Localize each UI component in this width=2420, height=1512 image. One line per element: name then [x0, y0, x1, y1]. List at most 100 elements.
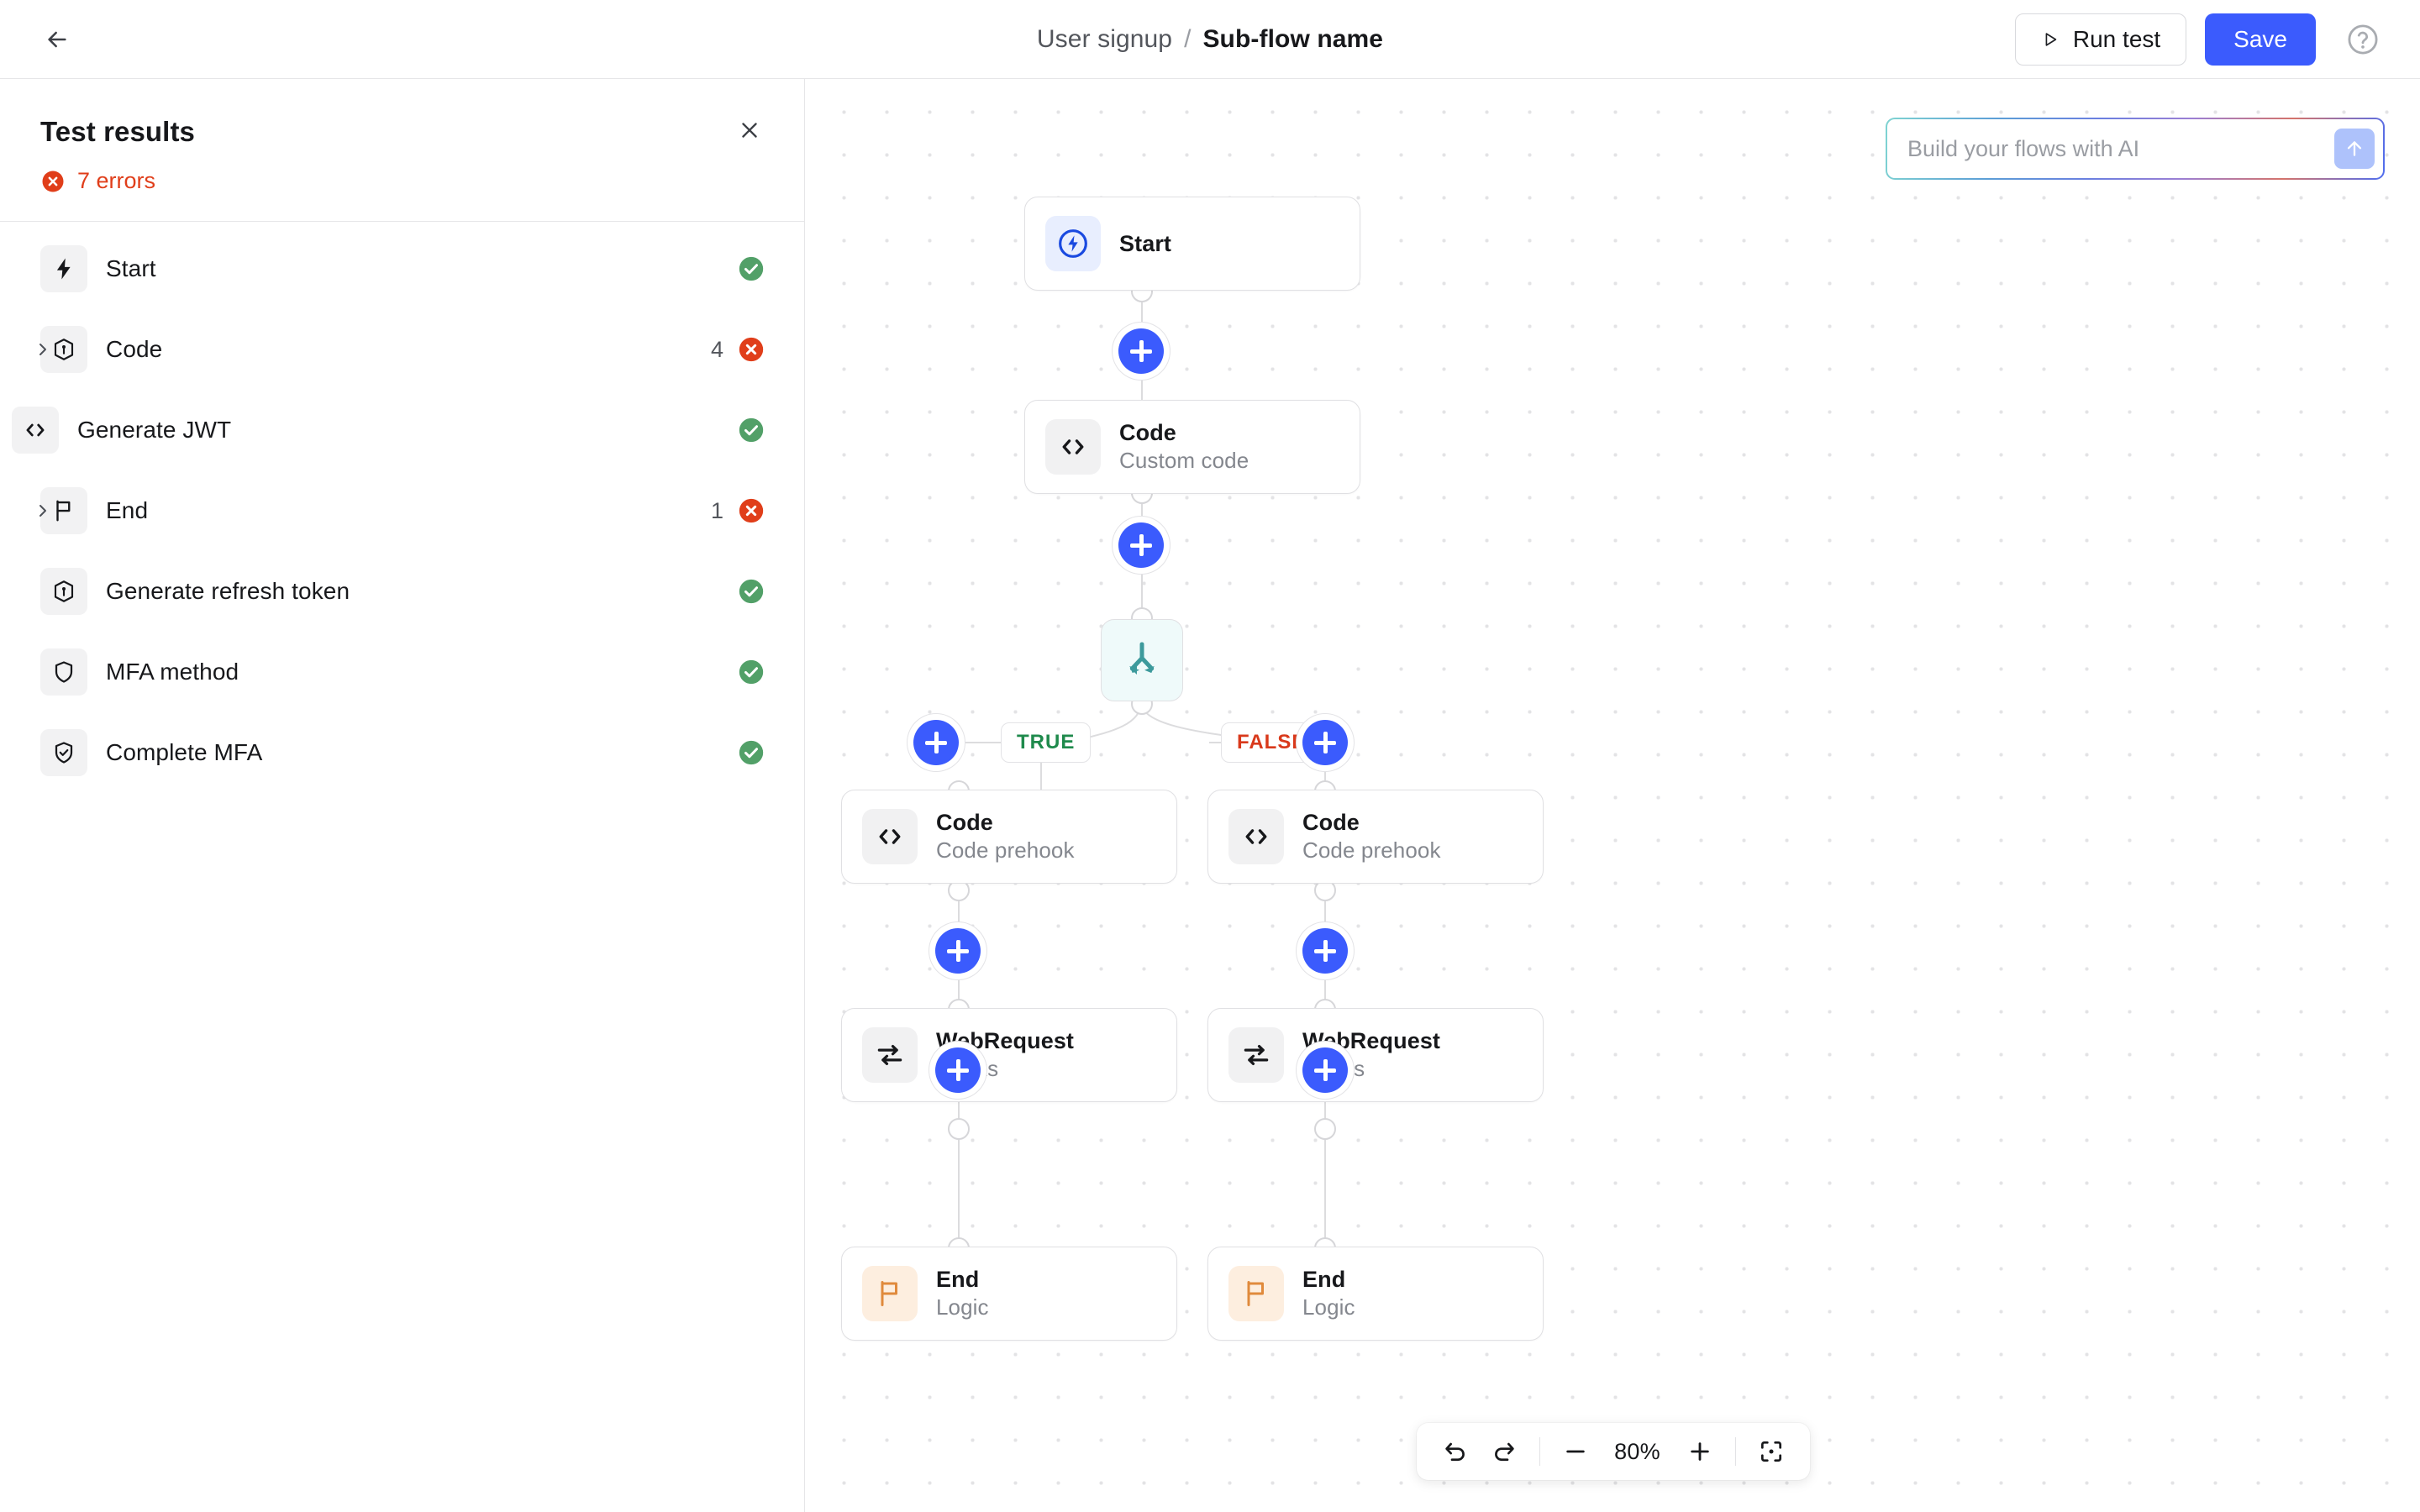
undo-button[interactable]: [1434, 1430, 1477, 1473]
flow-node-right-webrequest[interactable]: WebRequest Hooks: [1207, 1008, 1544, 1102]
add-node-button[interactable]: [1118, 522, 1164, 568]
add-node-button[interactable]: [1302, 720, 1348, 765]
panel-header: Test results 7 errors: [0, 79, 804, 222]
chevron-right-glyph: [39, 344, 46, 355]
flow-node-right-code[interactable]: Code Code prehook: [1207, 790, 1544, 884]
lightning-glyph: [56, 258, 71, 280]
cube-icon: [40, 326, 87, 373]
breadcrumb-parent[interactable]: User signup: [1036, 24, 1173, 53]
save-label: Save: [2233, 25, 2287, 52]
zoom-out-button[interactable]: [1554, 1430, 1597, 1473]
chevron-right-icon[interactable]: [32, 500, 54, 522]
list-item[interactable]: Code 4: [0, 309, 804, 390]
flow-node-start[interactable]: Start: [1024, 197, 1360, 291]
list-item[interactable]: Start: [0, 228, 804, 309]
play-icon: [2045, 32, 2057, 46]
flag-glyph: [1247, 1281, 1264, 1306]
list-item-label: End: [106, 497, 149, 523]
add-node-button[interactable]: [935, 928, 981, 974]
code-brackets-glyph: [879, 829, 901, 844]
node-text: Start: [1119, 231, 1171, 257]
flow-node-left-code[interactable]: Code Code prehook: [841, 790, 1177, 884]
breadcrumb: User signup / Sub-flow name: [1037, 25, 1383, 54]
flow-canvas[interactable]: Start Code Custom code: [806, 79, 2420, 1512]
test-results-panel: Test results 7 errors Start: [0, 79, 805, 1512]
swap-arrows-glyph: [1244, 1044, 1269, 1066]
error-circle-icon: [739, 498, 764, 523]
node-text: End Logic: [1302, 1267, 1355, 1320]
error-count-label: 7 errors: [77, 168, 156, 193]
add-node-button[interactable]: [1302, 1047, 1348, 1093]
flow-node-left-webrequest[interactable]: WebRequest Hooks: [841, 1008, 1177, 1102]
code-brackets-icon: [1228, 809, 1284, 864]
help-button[interactable]: [2341, 18, 2385, 61]
node-subtitle: Code prehook: [1302, 837, 1441, 863]
list-item-status: [737, 255, 765, 283]
back-button[interactable]: [35, 18, 79, 61]
flag-icon: [1228, 1266, 1284, 1321]
zoom-in-button[interactable]: [1678, 1430, 1722, 1473]
code-brackets-glyph: [1245, 829, 1267, 844]
ai-prompt-input[interactable]: [1907, 135, 2334, 162]
close-icon: [742, 123, 757, 138]
edge-label-true: TRUE: [1001, 722, 1092, 763]
save-button[interactable]: Save: [2205, 13, 2316, 66]
list-item-label: Code: [106, 336, 163, 362]
run-test-button[interactable]: Run test: [2014, 13, 2187, 66]
error-count: 4: [710, 336, 723, 362]
list-item[interactable]: Generate refresh token: [0, 551, 804, 632]
chevron-right-icon[interactable]: [32, 339, 54, 360]
arrow-up-icon: [2347, 141, 2362, 156]
flow-node-code-custom[interactable]: Code Custom code: [1024, 400, 1360, 494]
flag-icon: [862, 1266, 918, 1321]
node-title: End: [1302, 1267, 1346, 1292]
add-node-button[interactable]: [913, 720, 959, 765]
list-item[interactable]: Generate JWT: [0, 390, 804, 470]
error-circle-icon: [739, 337, 764, 362]
shield-glyph: [55, 661, 73, 683]
plus-icon: [1690, 1442, 1709, 1461]
flow-node-right-end[interactable]: End Logic: [1207, 1247, 1544, 1341]
add-node-button[interactable]: [1302, 928, 1348, 974]
flow-node-branch[interactable]: [1101, 619, 1183, 701]
success-check-icon: [739, 659, 764, 685]
cube-glyph: [54, 580, 74, 602]
fit-view-button[interactable]: [1749, 1430, 1793, 1473]
redo-button[interactable]: [1482, 1430, 1526, 1473]
add-node-button[interactable]: [1118, 328, 1164, 374]
cube-icon: [40, 568, 87, 615]
flag-icon: [40, 487, 87, 534]
cube-glyph: [54, 339, 74, 360]
shield-check-icon: [40, 729, 87, 776]
shield-icon: [40, 648, 87, 696]
code-brackets-glyph: [26, 423, 45, 437]
flag-glyph: [881, 1281, 897, 1306]
zoom-level-label: 80%: [1614, 1438, 1660, 1464]
minus-icon: [1565, 1450, 1585, 1453]
toolbar-divider: [1734, 1437, 1736, 1466]
canvas-zoom-toolbar: 80%: [1416, 1423, 1810, 1480]
list-item[interactable]: Complete MFA: [0, 712, 804, 793]
node-title: Start: [1119, 230, 1172, 256]
flag-glyph: [56, 500, 71, 522]
connector-line: [958, 1127, 960, 1252]
node-text: Code Custom code: [1119, 420, 1249, 474]
node-title: Code: [936, 810, 993, 835]
node-subtitle: Custom code: [1119, 448, 1249, 473]
node-title: End: [936, 1267, 980, 1292]
list-item-status: [737, 738, 765, 767]
add-node-button[interactable]: [935, 1047, 981, 1093]
breadcrumb-separator: /: [1184, 24, 1192, 53]
list-item[interactable]: MFA method: [0, 632, 804, 712]
list-item-status: [737, 416, 765, 444]
run-test-label: Run test: [2072, 25, 2161, 52]
top-bar: User signup / Sub-flow name Run test Sav…: [0, 0, 2420, 79]
ai-submit-button[interactable]: [2334, 129, 2375, 169]
flow-node-left-end[interactable]: End Logic: [841, 1247, 1177, 1341]
node-subtitle: Logic: [1302, 1294, 1355, 1320]
node-subtitle: Code prehook: [936, 837, 1075, 863]
shield-check-glyph: [55, 742, 73, 764]
node-subtitle: Logic: [936, 1294, 989, 1320]
close-panel-button[interactable]: [730, 111, 769, 150]
list-item[interactable]: End 1: [0, 470, 804, 551]
